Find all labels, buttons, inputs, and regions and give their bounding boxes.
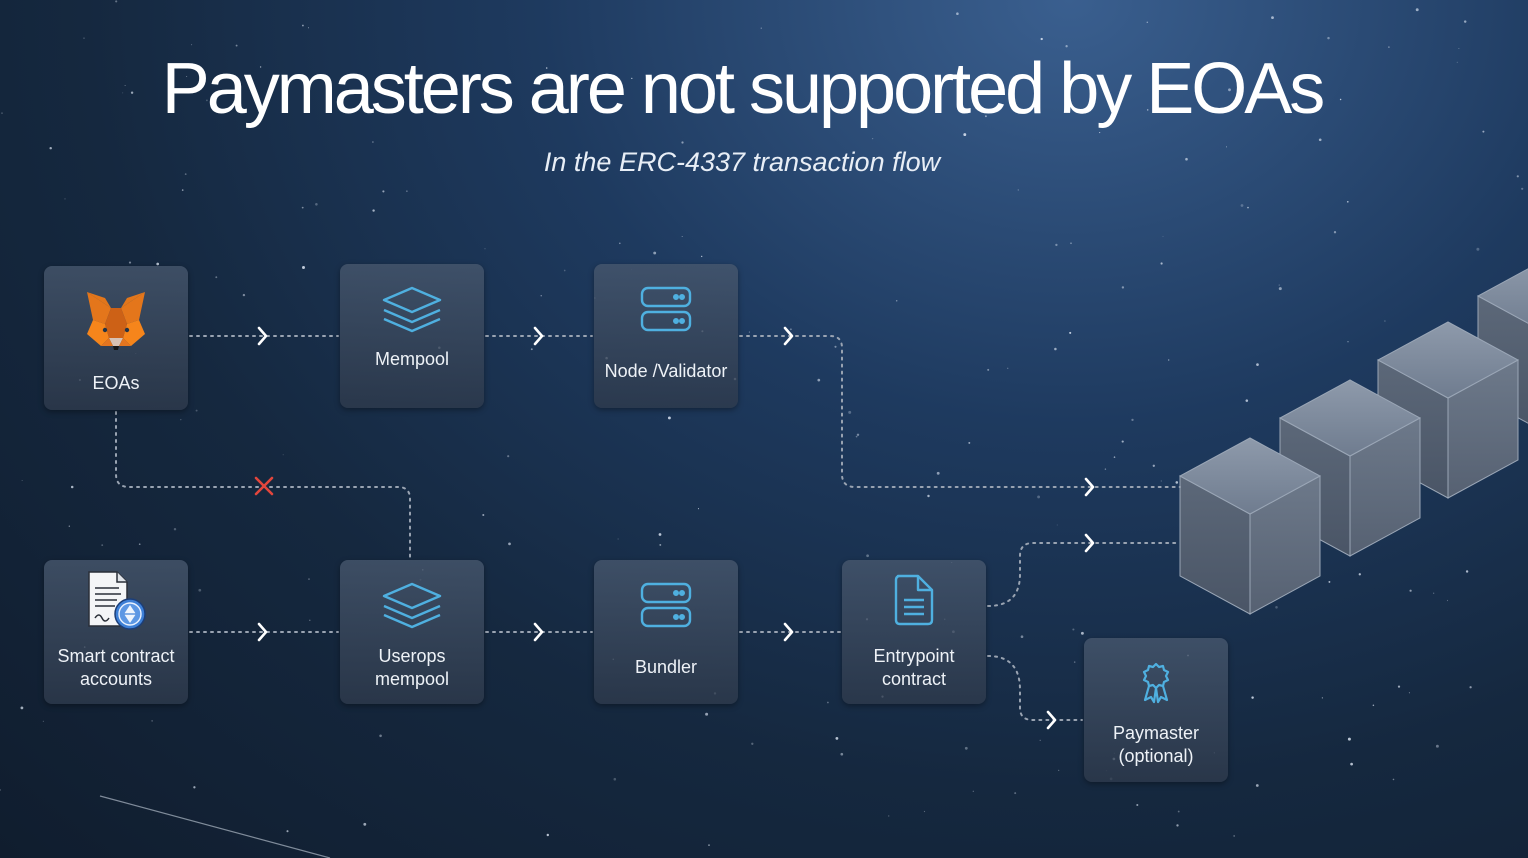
node-mempool: Mempool xyxy=(340,264,484,408)
award-ribbon-icon xyxy=(1084,662,1228,704)
server-icon xyxy=(594,582,738,628)
node-bundler: Bundler xyxy=(594,560,738,704)
node-entrypoint-contract: Entrypoint contract xyxy=(842,560,986,704)
arrow-chevron-icon xyxy=(533,326,544,346)
server-icon xyxy=(594,286,738,332)
slide-title: Paymasters are not supported by EOAs xyxy=(161,49,1326,129)
arrow-chevron-icon xyxy=(783,622,794,642)
node-label: Node /Validator xyxy=(604,361,728,381)
metamask-fox-icon xyxy=(44,290,188,352)
arrow-chevron-icon xyxy=(1046,710,1057,730)
block-cube-face xyxy=(1376,321,1520,399)
arrow-chevron-icon xyxy=(1084,477,1095,497)
block-cube-face xyxy=(1178,437,1322,515)
node-label: Bundler xyxy=(634,657,698,677)
layers-icon xyxy=(340,582,484,630)
connector-node-chain xyxy=(739,335,1181,488)
connector-entrypoint-paymaster xyxy=(987,655,1083,721)
node-validator: Node /Validator xyxy=(594,264,738,408)
arrow-chevron-icon xyxy=(257,622,268,642)
node-label: Paymaster (optional) xyxy=(1112,723,1200,766)
block-cube-face xyxy=(1476,268,1528,324)
node-label: Entrypoint contract xyxy=(873,646,955,689)
layers-icon xyxy=(340,286,484,334)
block-cube-face xyxy=(1278,379,1422,457)
contract-document-ethereum-icon xyxy=(44,568,188,632)
node-label: Userops mempool xyxy=(374,646,450,689)
node-userops-mempool: Userops mempool xyxy=(340,560,484,704)
document-icon xyxy=(842,572,986,628)
node-paymaster: Paymaster (optional) xyxy=(1084,638,1228,782)
arrow-chevron-icon xyxy=(1084,533,1095,553)
arrow-chevron-icon xyxy=(533,622,544,642)
node-label: Mempool xyxy=(374,349,450,369)
connector-entrypoint-chain xyxy=(987,542,1181,607)
arrow-chevron-icon xyxy=(783,326,794,346)
node-smart-contract-accounts: Smart contract accounts xyxy=(44,560,188,704)
slide-subtitle: In the ERC-4337 transaction flow xyxy=(543,147,941,177)
node-eoas: EOAs xyxy=(44,266,188,410)
blocked-x-icon xyxy=(254,476,274,496)
arrow-chevron-icon xyxy=(257,326,268,346)
node-label: EOAs xyxy=(92,373,140,393)
node-label: Smart contract accounts xyxy=(57,646,175,689)
